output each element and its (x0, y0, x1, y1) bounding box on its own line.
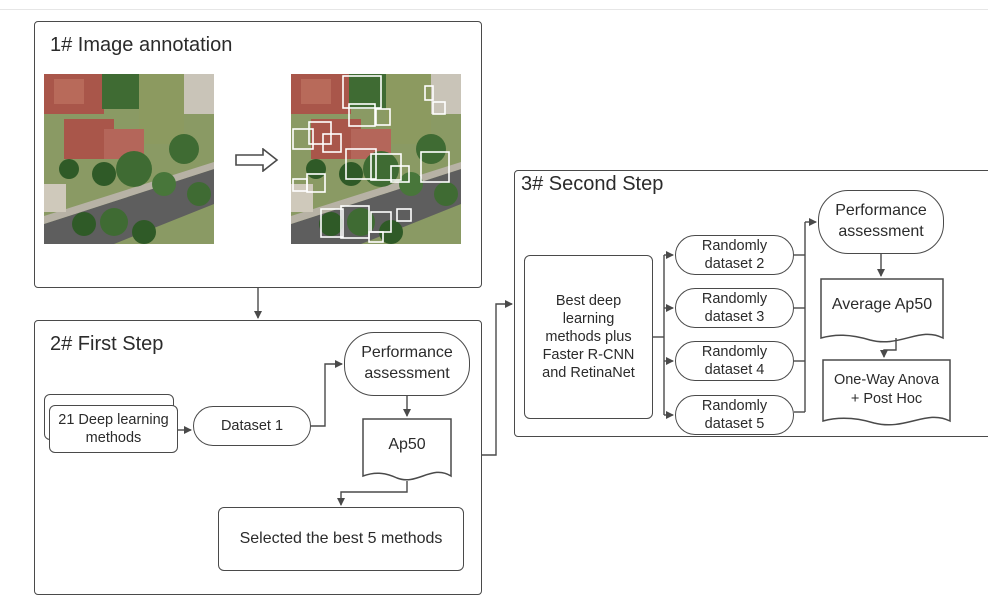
dataset-1-node: Dataset 1 (193, 406, 311, 446)
ap50-label: Ap50 (388, 436, 426, 453)
anova-document: One-Way Anova + Post Hoc (822, 359, 951, 429)
aerial-image-original (44, 74, 214, 244)
second-step-title: 3# Second Step (521, 173, 664, 195)
anova-label: One-Way Anova + Post Hoc (833, 372, 940, 407)
ap50-document: Ap50 (362, 418, 452, 484)
average-ap50-label: Average Ap50 (831, 296, 933, 313)
first-step-title: 2# First Step (50, 333, 164, 355)
deep-learning-methods-box: 21 Deep learning methods (49, 405, 178, 453)
average-ap50-document: Average Ap50 (820, 278, 944, 346)
performance-assessment-node-2: Performance assessment (818, 190, 944, 254)
top-divider (0, 9, 988, 10)
best-methods-box: Best deep learning methods plus Faster R… (524, 255, 653, 419)
right-arrow-icon (235, 147, 279, 173)
randomly-dataset-4-node: Randomly dataset 4 (675, 341, 794, 381)
selected-best-methods-box: Selected the best 5 methods (218, 507, 464, 571)
randomly-dataset-3-node: Randomly dataset 3 (675, 288, 794, 328)
aerial-image-annotated (291, 74, 461, 244)
randomly-dataset-5-node: Randomly dataset 5 (675, 395, 794, 435)
image-annotation-title: 1# Image annotation (50, 34, 233, 56)
performance-assessment-node: Performance assessment (344, 332, 470, 396)
randomly-dataset-2-node: Randomly dataset 2 (675, 235, 794, 275)
